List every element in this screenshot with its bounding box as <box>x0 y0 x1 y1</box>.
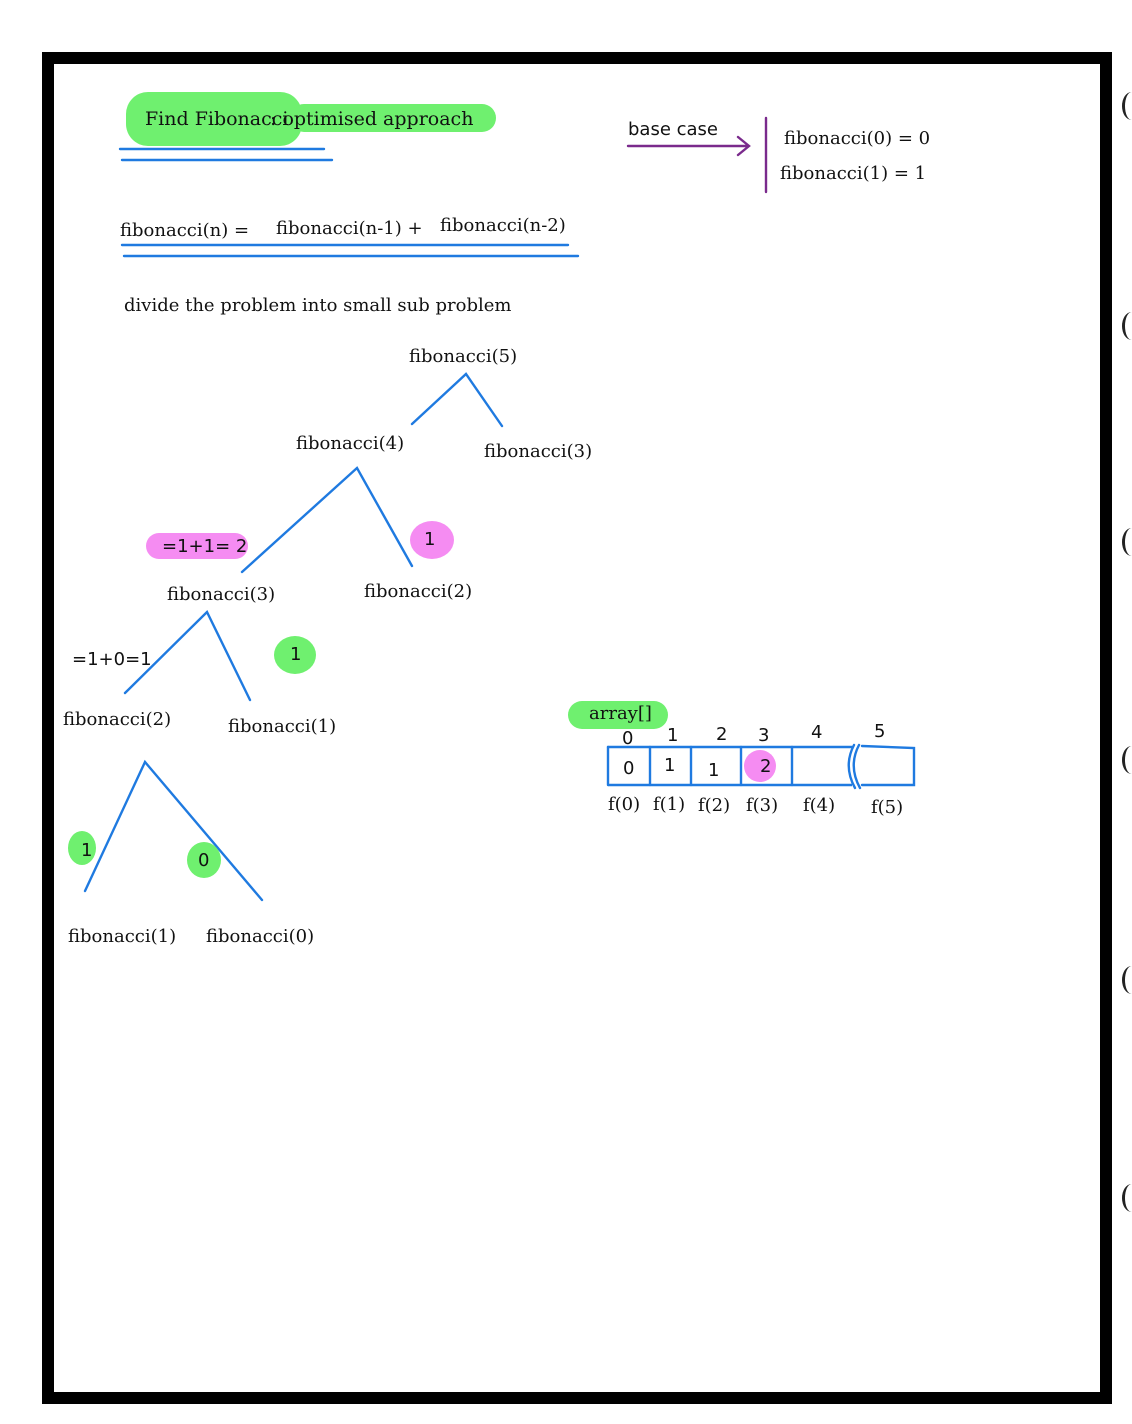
value-annotation: 1 <box>424 529 435 550</box>
array-label-highlight <box>568 701 668 729</box>
array-function-label: f(5) <box>871 797 903 818</box>
tree-node: fibonacci(5) <box>409 346 517 367</box>
title-subtitle-text: : optimised approach <box>270 108 473 130</box>
array-index: 2 <box>716 724 727 745</box>
sum-highlight <box>146 533 248 559</box>
value-annotation: 1 <box>290 644 301 665</box>
recurrence-group: fibonacci(n) = fibonacci(n-1) + fibonacc… <box>120 215 580 258</box>
array-divider <box>852 743 862 790</box>
array-cell: 1 <box>708 760 719 781</box>
array-index: 0 <box>622 728 633 749</box>
title-text: Find Fibonacci <box>145 108 288 130</box>
tree-node: fibonacci(4) <box>296 433 404 454</box>
value-annotation: 1 <box>81 840 92 861</box>
base-case-line: fibonacci(0) = 0 <box>784 128 930 149</box>
cell-highlight <box>744 750 776 782</box>
sum-annotation: =1+1= 2 <box>162 536 247 557</box>
base-case-label: base case <box>628 119 718 140</box>
tree-branch <box>240 466 414 574</box>
recurrence-term: fibonacci(n-1) + <box>276 218 423 239</box>
array-function-label: f(3) <box>746 795 778 816</box>
description-text: divide the problem into small sub proble… <box>124 295 511 316</box>
tree-node: fibonacci(2) <box>63 709 171 730</box>
title-group: Find Fibonacci : optimised approach <box>118 92 496 162</box>
recurrence-term: fibonacci(n-2) <box>440 215 566 236</box>
array-index: 1 <box>667 725 678 746</box>
array-divider <box>847 743 857 790</box>
array-function-label: f(4) <box>803 795 835 816</box>
page-edge-mark <box>1122 528 1132 556</box>
value-highlight <box>68 831 96 865</box>
tree-node: fibonacci(0) <box>206 926 314 947</box>
tree-branch <box>410 372 504 428</box>
page-edge-mark <box>1122 312 1132 340</box>
base-case-group: base case fibonacci(0) = 0 fibonacci(1) … <box>626 116 930 194</box>
array-cell: 0 <box>623 758 634 779</box>
value-highlight <box>410 521 454 559</box>
title-highlight <box>290 104 496 132</box>
recurrence-lhs: fibonacci(n) = <box>120 220 249 241</box>
page-edge-mark <box>1122 966 1132 994</box>
array-function-label: f(1) <box>653 794 685 815</box>
array-cell: 1 <box>664 755 675 776</box>
tree-branch <box>123 609 252 702</box>
tree-node: fibonacci(3) <box>167 584 275 605</box>
array-index: 4 <box>811 722 822 743</box>
recursion-tree: fibonacci(5) fibonacci(4) fibonacci(3) =… <box>63 346 592 947</box>
tree-node: fibonacci(3) <box>484 441 592 462</box>
page-edge-mark <box>1122 1184 1132 1212</box>
array-function-label: f(2) <box>698 795 730 816</box>
page-edge-mark <box>1122 746 1132 774</box>
tree-node: fibonacci(1) <box>228 716 336 737</box>
title-highlight <box>126 92 302 146</box>
page-edge-mark <box>1122 92 1132 120</box>
array-index: 3 <box>758 725 769 746</box>
array-cell: 2 <box>760 756 771 777</box>
tree-node: fibonacci(2) <box>364 581 472 602</box>
sum-annotation: =1+0=1 <box>72 649 152 670</box>
tree-branch <box>83 759 264 902</box>
array-index: 5 <box>874 721 885 742</box>
array-function-label: f(0) <box>608 794 640 815</box>
value-highlight <box>274 636 316 674</box>
memo-array: array[] 0 1 2 3 4 5 0 1 1 2 f(0) f(1) f(… <box>568 701 916 818</box>
value-annotation: 0 <box>198 850 209 871</box>
arrow-icon <box>626 135 751 157</box>
tree-node: fibonacci(1) <box>68 926 176 947</box>
array-label: array[] <box>589 703 652 724</box>
value-highlight <box>187 842 221 878</box>
base-case-line: fibonacci(1) = 1 <box>780 163 926 184</box>
